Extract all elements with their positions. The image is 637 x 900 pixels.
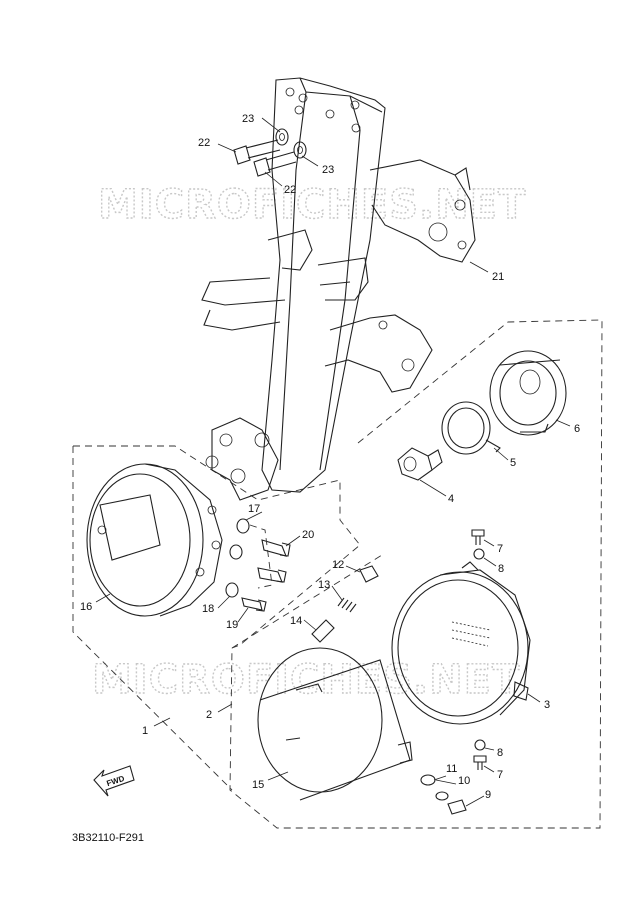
- callout-5: 5: [510, 457, 516, 469]
- headlight-rim: [489, 350, 567, 436]
- forward-arrow: FWD: [93, 765, 135, 797]
- adjust-screw-14: [311, 619, 335, 643]
- washer-11: [420, 774, 436, 786]
- callout-19: 19: [226, 619, 238, 631]
- callout-6: 6: [574, 423, 580, 435]
- callout-8-upper: 8: [498, 563, 504, 575]
- callout-12: 12: [332, 559, 344, 571]
- callout-2: 2: [206, 709, 212, 721]
- callout-10: 10: [458, 775, 470, 787]
- callout-4: 4: [448, 493, 454, 505]
- watermark-bottom: MICROFICHES.NET: [92, 657, 520, 703]
- bolt-22-upper: [233, 139, 281, 165]
- callout-7-upper: 7: [497, 543, 503, 555]
- headlight-stay-bracket: [201, 77, 476, 501]
- callout-11: 11: [446, 763, 457, 775]
- callout-18: 18: [202, 603, 214, 615]
- leader-lines: [95, 117, 571, 807]
- bulb-4: [397, 447, 443, 481]
- bolt-19: [241, 597, 267, 612]
- callout-17: 17: [248, 503, 260, 515]
- washer-23-upper: [275, 128, 289, 146]
- lens-texture: [451, 621, 491, 647]
- callout-22-lower: 22: [284, 184, 296, 196]
- headlight-case-15: [257, 647, 413, 801]
- assembly-outline-housing: [72, 445, 361, 791]
- bulb-holder-5: [441, 401, 501, 455]
- callout-1: 1: [142, 725, 148, 737]
- callout-23-lower: 23: [322, 164, 334, 176]
- collar-17: [229, 518, 250, 560]
- callout-13: 13: [318, 579, 330, 591]
- screw-9: [447, 799, 467, 815]
- callouts: 23 22 22 23 21 6 5 4 7 8 3 8 7 9 10 11 1…: [80, 113, 580, 801]
- callout-7-lower: 7: [497, 769, 503, 781]
- diagram-code: 3B32110-F291: [72, 832, 144, 844]
- bolt-22-lower: [253, 151, 297, 177]
- callout-15: 15: [252, 779, 264, 791]
- headlight-unit-3: [391, 561, 531, 725]
- washer-10: [435, 791, 449, 801]
- screw-7-lower: [473, 755, 487, 770]
- spring-8-lower: [474, 739, 486, 751]
- collar-18: [225, 582, 239, 598]
- bolt-17-lower: [257, 567, 287, 583]
- callout-9: 9: [485, 789, 491, 801]
- nut-12: [359, 565, 379, 583]
- watermark-top: MICROFICHES.NET: [98, 182, 526, 228]
- spring-13: [337, 597, 357, 613]
- callout-20: 20: [302, 529, 314, 541]
- callout-21: 21: [492, 271, 504, 283]
- spring-8-upper: [473, 548, 485, 560]
- callout-16: 16: [80, 601, 92, 613]
- headlight-housing: [86, 463, 223, 617]
- bolt-20: [261, 539, 291, 557]
- callout-22-upper: 22: [198, 137, 210, 149]
- screw-7-upper: [471, 529, 485, 545]
- washer-23-lower: [293, 141, 307, 159]
- callout-14: 14: [290, 615, 302, 627]
- callout-23-upper: 23: [242, 113, 254, 125]
- callout-3: 3: [544, 699, 550, 711]
- callout-8-lower: 8: [497, 747, 503, 759]
